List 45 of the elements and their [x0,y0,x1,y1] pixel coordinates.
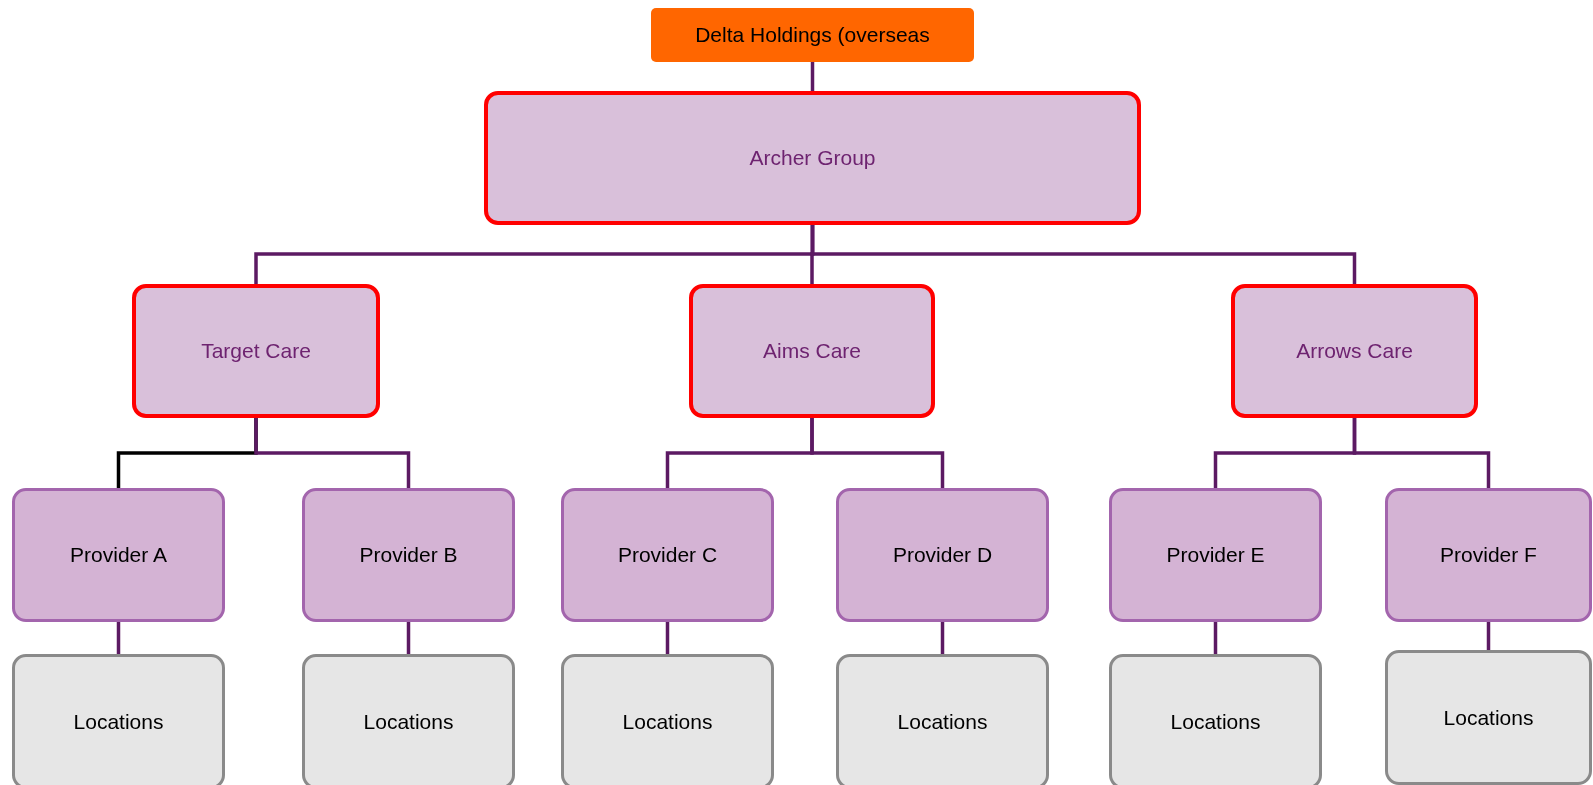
node-label: Locations [363,709,454,734]
node-label: Provider F [1440,543,1537,567]
company-box [132,284,380,418]
node-label: Provider C [617,543,718,567]
node-label: Locations [897,709,988,734]
provider-box [836,488,1049,622]
provider-box [1385,488,1592,622]
provider-box [561,488,774,622]
location-box [1385,650,1592,785]
connector-line [254,418,411,488]
node-label: Delta Holdings (overseas [695,23,930,47]
node-label: Provider D [892,543,993,567]
connector-line [940,622,945,654]
company-box [484,91,1141,225]
connector-line [810,225,1357,284]
company-box [689,284,935,418]
connector-line [1486,622,1491,650]
node-label: Provider B [359,543,458,567]
connector-line [406,622,411,654]
location-box [836,654,1049,785]
provider-box [1109,488,1322,622]
node-label: Provider E [1166,543,1265,567]
location-box [1109,654,1322,785]
location-box [561,654,774,785]
node-label: Target Care [201,339,311,363]
provider-box [302,488,515,622]
company-box [1231,284,1478,418]
connector-line [810,62,815,91]
node-label: Aims Care [763,339,861,363]
node-label: Locations [1170,709,1261,734]
provider-box [12,488,225,622]
connector-line [116,622,121,654]
node-label: Provider A [70,543,167,567]
location-box [302,654,515,785]
location-box [12,654,225,785]
connector-line [1352,418,1491,488]
connector-line [1213,622,1218,654]
node-label: Locations [73,709,164,734]
connector-line [665,622,670,654]
node-label: Locations [622,709,713,734]
holding-box [651,8,974,62]
node-label: Arrows Care [1296,339,1413,363]
node-label: Locations [1443,705,1534,730]
connector-line [810,418,945,488]
node-label: Archer Group [749,146,876,170]
